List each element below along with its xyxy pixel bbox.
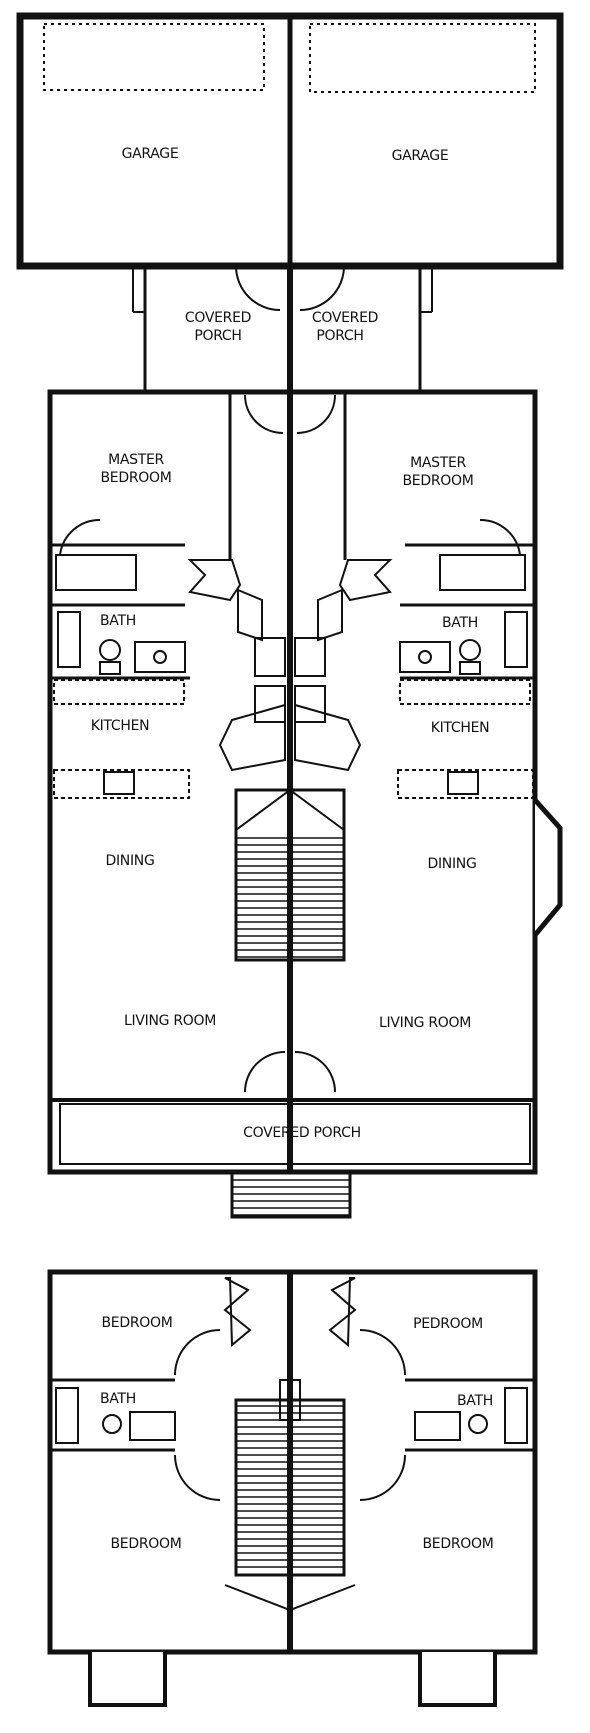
label-up-bedroom-tr: PEDROOM — [413, 1316, 483, 1332]
label-master-right-2: BEDROOM — [403, 473, 474, 489]
label-front-porch: COVERED PORCH — [243, 1125, 361, 1141]
label-up-bath-right: BATH — [457, 1393, 493, 1409]
label-garage-left: GARAGE — [122, 146, 179, 162]
label-living-right: LIVING ROOM — [379, 1015, 471, 1031]
label-rear-porch-left-1: COVERED — [185, 310, 251, 326]
label-living-left: LIVING ROOM — [124, 1013, 216, 1029]
label-dining-right: DINING — [427, 856, 476, 872]
room-labels: GARAGE GARAGE COVERED PORCH COVERED PORC… — [91, 146, 494, 1552]
label-bath-left: BATH — [100, 613, 136, 629]
label-up-bath-left: BATH — [100, 1391, 136, 1407]
garage-block — [16, 12, 564, 270]
label-up-bedroom-br: BEDROOM — [423, 1536, 494, 1552]
label-kitchen-left: KITCHEN — [91, 718, 150, 734]
label-master-left-1: MASTER — [108, 452, 164, 468]
rear-porch — [132, 265, 433, 392]
label-dining-left: DINING — [105, 853, 154, 869]
label-master-left-2: BEDROOM — [101, 470, 172, 486]
label-master-right-1: MASTER — [410, 455, 466, 471]
label-rear-porch-right-1: COVERED — [312, 310, 378, 326]
label-rear-porch-right-2: PORCH — [316, 328, 363, 344]
label-garage-right: GARAGE — [392, 148, 449, 164]
label-kitchen-right: KITCHEN — [431, 720, 490, 736]
label-up-bedroom-bl: BEDROOM — [111, 1536, 182, 1552]
main-floor-walls — [47, 389, 563, 1219]
label-rear-porch-left-2: PORCH — [194, 328, 241, 344]
label-up-bedroom-tl: BEDROOM — [102, 1315, 173, 1331]
upper-floor-walls — [47, 1269, 538, 1707]
label-bath-right: BATH — [442, 615, 478, 631]
